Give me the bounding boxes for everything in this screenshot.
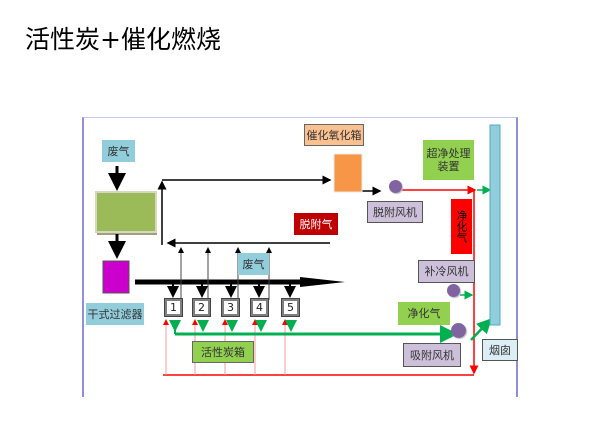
- waste-gas-label-top: 废气: [102, 140, 135, 162]
- diagram-frame: [82, 117, 518, 397]
- ultra-clean-label: 超净处理装置: [423, 140, 474, 180]
- catalytic-box: [333, 153, 363, 193]
- pretreat-box: [95, 191, 157, 233]
- adsorb-fan-label: 吸附风机: [403, 343, 461, 367]
- filter-box: [102, 260, 130, 294]
- desorb-fan-icon: [389, 180, 402, 193]
- waste-gas-label-mid: 废气: [238, 253, 269, 275]
- cooling-fan-label: 补冷风机: [418, 260, 475, 283]
- chimney-stack: [489, 124, 501, 326]
- desorb-fan-label: 脱附风机: [367, 201, 423, 223]
- adsorb-fan-icon: [451, 323, 466, 338]
- chimney-label: 烟囱: [482, 339, 518, 361]
- page-title: 活性炭+催化燃烧: [25, 25, 221, 54]
- cooling-fan-icon: [447, 284, 460, 297]
- clean-gas-vertical-label: 净化气: [451, 199, 472, 254]
- dry-filter-label: 干式过滤器: [86, 303, 144, 325]
- carbon-unit-5: 5: [281, 298, 300, 317]
- carbon-unit-3: 3: [221, 298, 240, 317]
- carbon-unit-2: 2: [192, 298, 211, 317]
- catalytic-box-label: 催化氧化箱: [304, 124, 364, 146]
- desorb-gas-label: 脱附气: [294, 213, 338, 235]
- carbon-unit-4: 4: [250, 298, 269, 317]
- carbon-unit-1: 1: [164, 298, 183, 317]
- activated-carbon-box-label: 活性炭箱: [192, 341, 254, 363]
- clean-gas-label: 净化气: [398, 302, 450, 325]
